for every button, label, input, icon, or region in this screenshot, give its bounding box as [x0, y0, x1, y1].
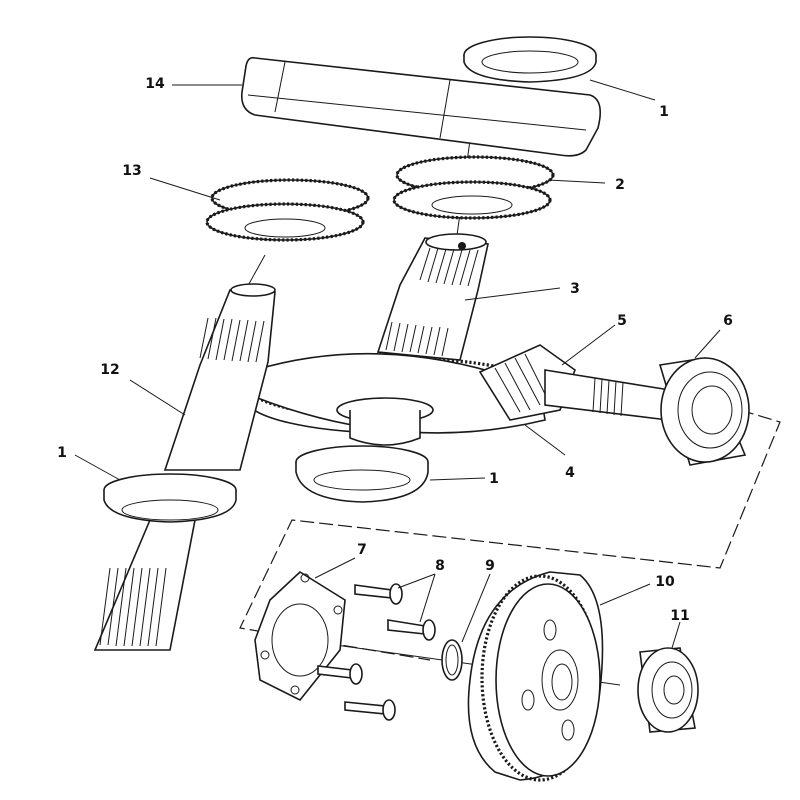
- callout-1-top: 1: [659, 104, 669, 120]
- shaft-part-3: [376, 233, 489, 361]
- bearing-part-11: [637, 647, 699, 733]
- flange-part-7: [254, 570, 346, 702]
- callout-labels: 1 2 3 5 6 12 1 1 4 7 8 9 10 11 13 14: [57, 76, 733, 624]
- chain-part-14: [240, 56, 601, 157]
- callout-1-left: 1: [57, 445, 67, 461]
- callout-12: 12: [100, 362, 119, 378]
- callout-8: 8: [435, 558, 445, 574]
- leader-lines: [74, 79, 721, 649]
- screws-part-8: [317, 583, 436, 721]
- bevel-gear-part-4: [244, 352, 546, 446]
- bearing-part-1-top: [463, 36, 597, 83]
- callout-14: 14: [145, 76, 165, 92]
- pinion-shaft-part-5: [478, 344, 671, 421]
- shaft-part-12: [93, 283, 276, 651]
- spur-gear-part-10: [467, 571, 604, 782]
- callout-4: 4: [565, 465, 575, 481]
- sprocket-part-2: [392, 155, 555, 220]
- callout-2: 2: [615, 177, 625, 193]
- callout-6: 6: [723, 313, 733, 329]
- callout-3: 3: [570, 281, 580, 297]
- callout-13: 13: [122, 163, 141, 179]
- callout-1-center: 1: [489, 471, 499, 487]
- bearing-part-1-center: [295, 445, 429, 503]
- sprocket-part-13: [205, 178, 370, 242]
- callout-10: 10: [655, 574, 675, 590]
- bearing-part-6: [658, 357, 750, 466]
- callout-9: 9: [485, 558, 495, 574]
- bearing-part-1-left: [103, 473, 237, 523]
- circlip-part-9: [441, 639, 463, 681]
- callout-7: 7: [357, 542, 367, 558]
- callout-11: 11: [670, 608, 689, 624]
- callout-5: 5: [617, 313, 627, 329]
